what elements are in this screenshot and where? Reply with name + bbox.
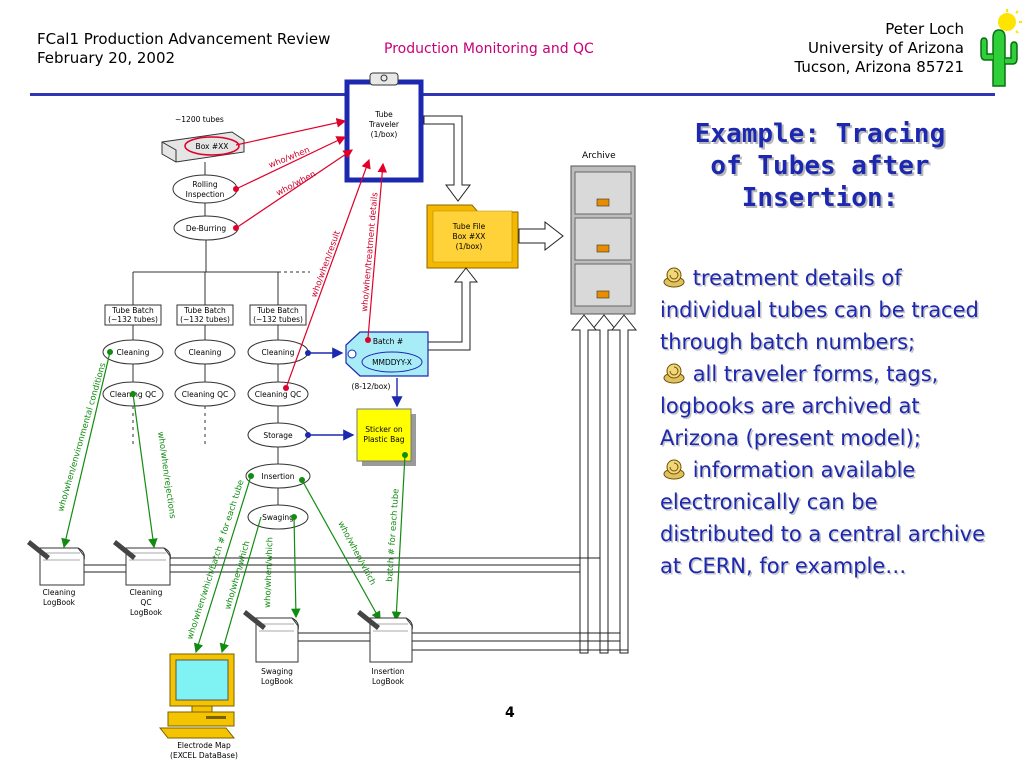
insertion-label: Insertion bbox=[262, 472, 295, 481]
insertion-logbook: Insertion LogBook bbox=[357, 610, 413, 686]
snail-icon bbox=[663, 363, 685, 384]
rolling-line1: Rolling bbox=[192, 180, 217, 189]
cqc-logbook-line2: QC bbox=[140, 598, 151, 607]
box-label: Box #XX bbox=[196, 142, 229, 151]
swaging-logbook: Swaging LogBook bbox=[243, 610, 299, 686]
bullet-text: all traveler forms, tags, logbooks are a… bbox=[660, 362, 939, 450]
top-connectors bbox=[132, 162, 310, 305]
electrode-map-line2: (EXCEL DataBase) bbox=[170, 751, 238, 760]
red-traveler-arrows bbox=[235, 118, 388, 389]
tube-box: ~1200 tubes Box #XX bbox=[161, 115, 245, 163]
tube-file-line2: Box #XX bbox=[453, 232, 486, 241]
batch1-cleaning: Cleaning bbox=[117, 348, 150, 357]
tube-traveler-clipboard: Tube Traveler (1/box) bbox=[344, 72, 424, 183]
workflow-diagram: Archive Tube Traveler (1/box) Tube File … bbox=[27, 72, 638, 760]
header-left: FCal1 Production Advancement Review Febr… bbox=[37, 30, 330, 68]
slide-title: Example: Tracing of Tubes after Insertio… bbox=[660, 118, 980, 214]
blue-batch-arrows bbox=[308, 347, 403, 441]
label-who-when-1: who/when bbox=[267, 145, 311, 171]
batch-column-1: Tube Batch (~132 tubes) Cleaning Cleanin… bbox=[102, 304, 164, 448]
archive-label: Archive bbox=[582, 151, 616, 161]
computer-icon: Electrode Map (EXCEL DataBase) bbox=[158, 653, 238, 760]
label-who-when-result: who/when/result bbox=[309, 229, 343, 299]
rolling-line2: Inspection bbox=[186, 190, 225, 199]
red-dots bbox=[233, 186, 371, 391]
label-who-when-which-2: who/when/which bbox=[263, 537, 275, 608]
batch-count: (8-12/box) bbox=[352, 382, 391, 391]
cqc-logbook-line1: Cleaning bbox=[130, 588, 163, 597]
process-deburring: De-Burring bbox=[173, 215, 239, 241]
batch-code: MMDDYY-X bbox=[372, 358, 412, 367]
batch-column-3: Tube Batch (~132 tubes) Cleaning Cleanin… bbox=[245, 304, 311, 530]
insertion-logbook-line1: Insertion bbox=[372, 667, 405, 676]
bullet-list: treatment details of individual tubes ca… bbox=[660, 262, 995, 582]
tube-file-folder: Tube File Box #XX (1/box) bbox=[426, 204, 519, 269]
storage-label: Storage bbox=[263, 431, 293, 440]
slide-title-line2: of Tubes after bbox=[710, 151, 930, 181]
cleaning-logbook-line2: LogBook bbox=[43, 598, 76, 607]
process-rolling: Rolling Inspection bbox=[172, 174, 238, 204]
bullet-text: treatment details of individual tubes ca… bbox=[660, 266, 979, 354]
batch2-cleaning: Cleaning bbox=[189, 348, 222, 357]
batch2-cleaning-qc: Cleaning QC bbox=[182, 390, 228, 399]
label-treatment-details: who/when/treatment details bbox=[360, 191, 380, 312]
batch3-line1: Tube Batch bbox=[256, 306, 299, 315]
traveler-line2: Traveler bbox=[368, 120, 400, 129]
cleaning-logbook: Cleaning LogBook bbox=[27, 540, 85, 607]
green-logbook-arrows bbox=[61, 351, 406, 654]
tube-file-line1: Tube File bbox=[452, 222, 486, 231]
conference-date: February 20, 2002 bbox=[37, 49, 176, 67]
blue-dots bbox=[305, 350, 311, 438]
swaging-label: Swaging bbox=[262, 513, 294, 522]
batch-tag: Batch # MMDDYY-X (8-12/box) bbox=[345, 331, 429, 391]
flow-block-arrows bbox=[397, 115, 638, 654]
author-address: Tucson, Arizona 85721 bbox=[794, 58, 964, 76]
sticker-line1: Sticker on bbox=[365, 425, 403, 434]
swaging-logbook-line1: Swaging bbox=[261, 667, 293, 676]
cleaning-logbook-line1: Cleaning bbox=[43, 588, 76, 597]
archive-cabinet: Archive bbox=[570, 151, 636, 315]
batch2-line1: Tube Batch bbox=[183, 306, 226, 315]
batch-tag-label: Batch # bbox=[373, 337, 403, 346]
deburring-label: De-Burring bbox=[186, 224, 227, 233]
batch3-cleaning-qc: Cleaning QC bbox=[255, 390, 301, 399]
batch3-cleaning: Cleaning bbox=[262, 348, 295, 357]
conference-title: FCal1 Production Advancement Review bbox=[37, 30, 331, 48]
tubes-count: ~1200 tubes bbox=[175, 115, 224, 124]
cleaning-qc-logbook: Cleaning QC LogBook bbox=[113, 540, 171, 617]
label-who-when-2: who/when bbox=[275, 169, 318, 198]
author-affiliation: University of Arizona bbox=[807, 39, 964, 57]
electrode-map-line1: Electrode Map bbox=[177, 741, 231, 750]
snail-icon bbox=[663, 267, 685, 288]
batch1-line2: (~132 tubes) bbox=[108, 315, 158, 324]
slide-title-line3: Insertion: bbox=[741, 183, 899, 213]
snail-icon bbox=[663, 459, 685, 480]
batch3-line2: (~132 tubes) bbox=[253, 315, 303, 324]
traveler-line3: (1/box) bbox=[371, 130, 398, 139]
page-number: 4 bbox=[505, 705, 515, 721]
label-environmental-conditions: who/when/environmental conditions bbox=[56, 361, 108, 513]
sticker-line2: Plastic Bag bbox=[363, 435, 404, 444]
bullet-text: information available electronically can… bbox=[660, 458, 986, 578]
tube-file-line3: (1/box) bbox=[456, 242, 483, 251]
green-dots bbox=[107, 349, 408, 520]
slide-title-line1: Example: Tracing bbox=[694, 119, 946, 149]
sticker-plastic-bag: Sticker on Plastic Bag bbox=[356, 408, 416, 466]
author-name: Peter Loch bbox=[885, 20, 964, 38]
batch-column-2: Tube Batch (~132 tubes) Cleaning Cleanin… bbox=[174, 304, 236, 448]
bullet-item: treatment details of individual tubes ca… bbox=[660, 262, 995, 358]
swaging-logbook-line2: LogBook bbox=[261, 677, 294, 686]
traveler-line1: Tube bbox=[374, 110, 393, 119]
cactus-icon bbox=[980, 9, 1022, 87]
label-rejections: who/when/rejections bbox=[155, 431, 177, 520]
bullet-item: information available electronically can… bbox=[660, 454, 995, 582]
batch2-line2: (~132 tubes) bbox=[180, 315, 230, 324]
bullet-item: all traveler forms, tags, logbooks are a… bbox=[660, 358, 995, 454]
batch1-line1: Tube Batch bbox=[111, 306, 154, 315]
cqc-logbook-line3: LogBook bbox=[130, 608, 163, 617]
header-right: Peter Loch University of Arizona Tucson,… bbox=[794, 20, 964, 77]
insertion-logbook-line2: LogBook bbox=[372, 677, 405, 686]
header-divider bbox=[30, 93, 995, 96]
section-title: Production Monitoring and QC bbox=[384, 41, 594, 57]
